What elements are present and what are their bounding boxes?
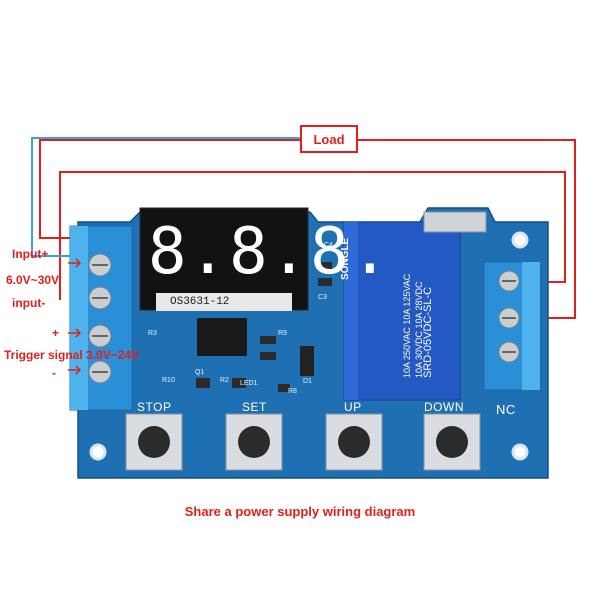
inner-wire-red [59,171,566,300]
silk-d1: D1 [303,378,312,385]
display-model: OS3631-12 [170,296,230,308]
label-trigger-plus: + [52,326,60,340]
silk-led1: LED1 [240,380,258,387]
arrows [68,258,82,375]
load-wire-red-right [358,139,576,319]
silk-q1: Q1 [195,369,205,376]
relay-rating-2: 10A 30VDC 10A 28VDC [414,281,424,378]
display-digits: 8.8.8. [148,215,392,289]
seven-segment-display [139,207,309,356]
silk-r10: R10 [162,377,175,384]
left-terminal-block [69,225,133,411]
relay [343,221,461,401]
button-label-up: UP [344,400,362,414]
silk-r9: R9 [278,330,287,337]
page-title: Share a power supply wiring diagram [184,504,416,519]
load-label: Load [300,125,358,153]
silk-r8: R8 [288,388,297,395]
label-input-plus: Input+ [12,247,49,261]
smd-components [196,262,332,392]
silk-r3: R3 [148,330,157,337]
button-label-set: SET [242,400,267,414]
button-label-down: DOWN [424,400,464,414]
relay-brand: SONGLE [340,237,351,280]
silk-c4: C4 [324,242,333,249]
nc-label: NC [496,402,516,417]
button-label-stop: STOP [137,400,172,414]
relay-rating-1: 10A 250VAC 10A 125VAC [402,273,412,378]
mounting-hole [511,231,529,249]
silk-c3: C3 [318,294,327,301]
mounting-hole [511,443,529,461]
label-trigger-minus: - [52,366,56,380]
silk-r2: R2 [220,377,229,384]
push-buttons [125,413,481,471]
label-voltage-range: 6.0V~30V [6,273,60,287]
usb-port [423,211,487,233]
label-trigger-signal: Trigger signal 3.0V~24V [4,348,140,362]
wires [31,137,576,319]
label-input-minus: input- [12,296,46,310]
mounting-hole [89,443,107,461]
right-terminal-block [483,261,541,391]
load-wire-red [39,139,300,239]
input-wire-blue [31,137,300,257]
